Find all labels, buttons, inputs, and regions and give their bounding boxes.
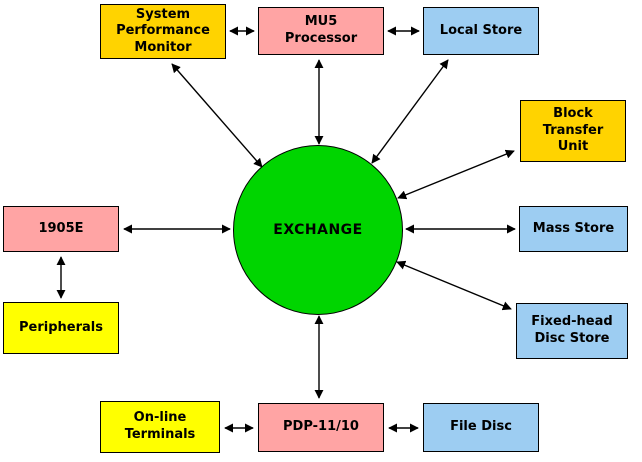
node-system-performance-monitor: System Performance Monitor [100, 4, 226, 59]
node-pdp-11-10: PDP-11/10 [258, 403, 384, 452]
node-exchange: EXCHANGE [233, 145, 403, 315]
node-fixed-head-disc-store: Fixed-head Disc Store [516, 303, 628, 359]
node-mu5-processor: MU5 Processor [258, 7, 384, 55]
node-1905e: 1905E [3, 206, 119, 252]
node-local-store: Local Store [423, 7, 539, 55]
node-block-transfer-unit: Block Transfer Unit [520, 100, 626, 162]
node-file-disc: File Disc [423, 403, 539, 452]
edge-exchange-btu [397, 149, 515, 200]
node-peripherals: Peripherals [3, 302, 119, 354]
edge-exchange-fixed-head [396, 260, 512, 311]
node-online-terminals: On-line Terminals [100, 401, 220, 453]
edge-exchange-local-store [371, 59, 449, 164]
node-mass-store: Mass Store [519, 206, 628, 252]
edge-exchange-spm [171, 63, 263, 168]
